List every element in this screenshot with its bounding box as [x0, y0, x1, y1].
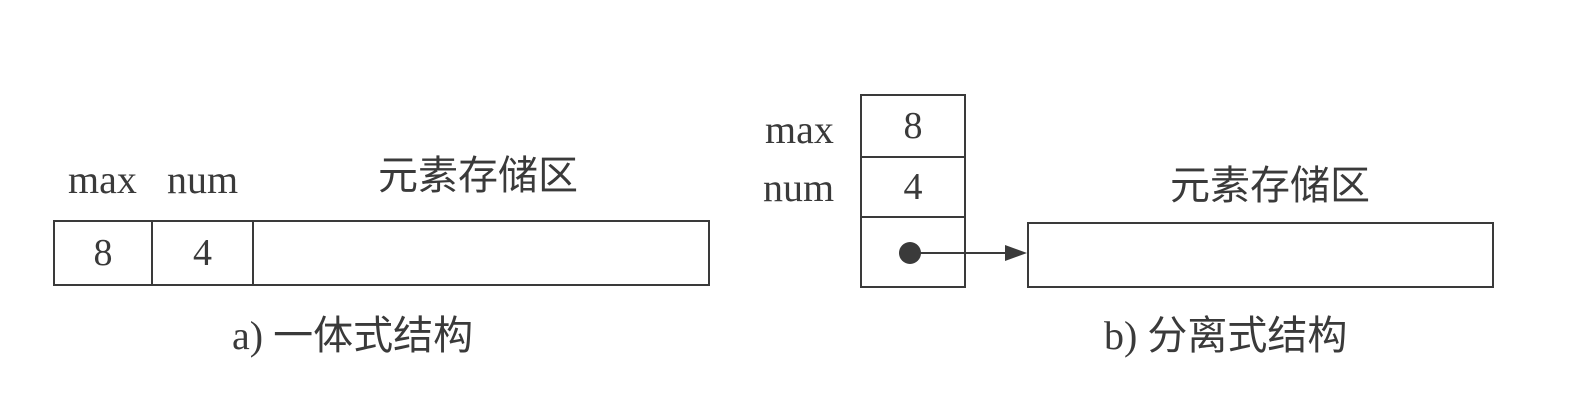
integrated-num-label: num [167, 157, 239, 202]
separated-storage-box [1027, 222, 1494, 288]
integrated-max-value: 8 [93, 232, 113, 274]
pointer-arrow-head [1005, 245, 1027, 261]
integrated-num-value: 4 [193, 232, 212, 274]
integrated-storage-label: 元素存储区 [378, 153, 578, 198]
integrated-divider-1 [151, 220, 153, 286]
separated-max-value: 8 [903, 105, 923, 147]
separated-max-label: max [765, 107, 834, 152]
separated-num-label: num [763, 165, 835, 210]
integrated-record-box [53, 220, 710, 286]
integrated-max-label: max [68, 157, 137, 202]
separated-header-divider-1 [860, 156, 966, 158]
integrated-divider-2 [252, 220, 254, 286]
separated-storage-label: 元素存储区 [1170, 163, 1370, 208]
integrated-caption: a) 一体式结构 [232, 313, 474, 358]
separated-caption: b) 分离式结构 [1104, 313, 1348, 358]
separated-header-divider-2 [860, 216, 966, 218]
separated-num-value: 4 [903, 166, 923, 208]
